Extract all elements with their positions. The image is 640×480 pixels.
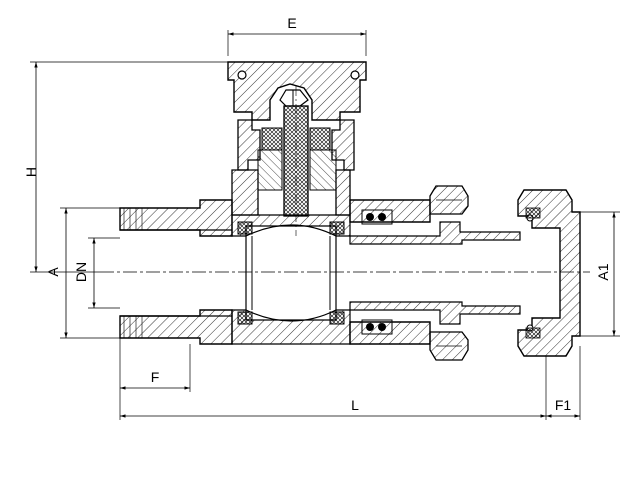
label-a: A bbox=[45, 267, 61, 277]
label-l: L bbox=[351, 397, 359, 413]
valve-cap bbox=[227, 61, 367, 121]
dimension-f bbox=[119, 338, 191, 420]
dimension-dn bbox=[88, 237, 120, 309]
dimension-a1 bbox=[580, 211, 620, 337]
dimension-h bbox=[30, 61, 228, 273]
dimension-a bbox=[60, 207, 120, 339]
compression-nut bbox=[517, 189, 581, 357]
label-a1: A1 bbox=[595, 263, 611, 280]
stem-head bbox=[279, 89, 309, 107]
label-f: F bbox=[151, 369, 160, 385]
union-nut bbox=[429, 185, 469, 361]
valve-stem bbox=[283, 86, 309, 236]
label-e: E bbox=[287, 15, 296, 31]
label-h: H bbox=[23, 167, 39, 177]
tailpiece bbox=[349, 209, 521, 335]
label-dn: DN bbox=[73, 262, 89, 282]
label-f1: F1 bbox=[555, 397, 572, 413]
dimension-f1 bbox=[546, 346, 581, 420]
ball-chamber bbox=[231, 214, 351, 345]
dimension-l bbox=[120, 356, 547, 420]
valve-body bbox=[119, 169, 431, 345]
bonnet bbox=[237, 119, 355, 191]
dimension-e bbox=[227, 30, 367, 56]
